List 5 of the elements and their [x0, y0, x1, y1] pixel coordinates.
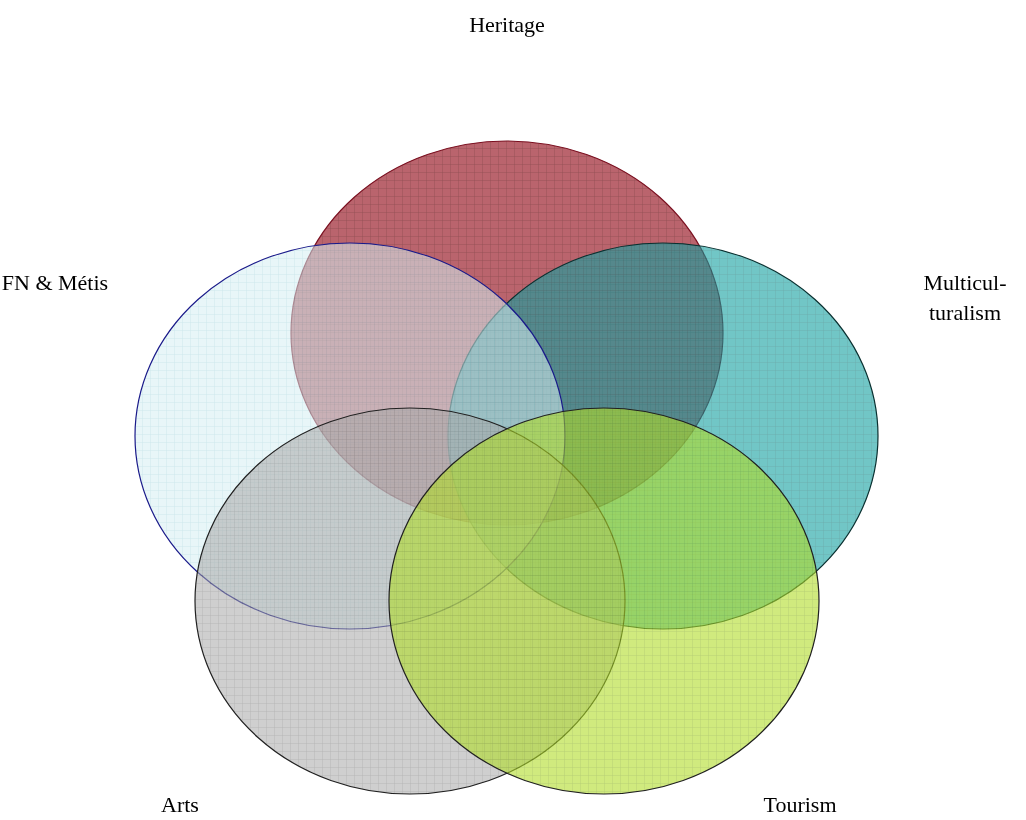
set-label: Multicul- turalism: [922, 269, 1008, 327]
set-label: FN & Métis: [0, 269, 110, 297]
set-label: Arts: [160, 791, 200, 819]
set-label: Tourism: [762, 791, 838, 819]
set-label: Heritage: [468, 11, 546, 39]
